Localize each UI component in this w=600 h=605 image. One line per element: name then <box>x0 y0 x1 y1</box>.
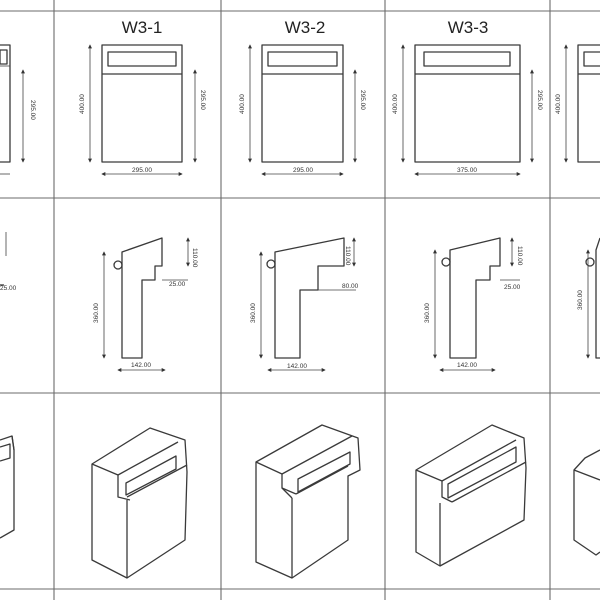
dim-height-w3-2: 400.00 <box>239 94 246 114</box>
dim-width-w3-3: 375.00 <box>457 167 477 174</box>
dim-height-w3-1: 360.00 <box>93 303 100 323</box>
side-view-w3-1: 110.00 25.00 360.00 142.00 <box>93 237 198 372</box>
front-view-col0: 295.00 <box>0 44 36 175</box>
column-header-w3-3: W3-3 <box>448 18 489 37</box>
iso-view-w3-3 <box>415 424 527 567</box>
front-view-w3-3: 400.00 295.00 375.00 <box>392 44 543 176</box>
iso-view-col4 <box>573 449 600 556</box>
dim-width-w3-1: 295.00 <box>132 167 152 174</box>
column-header-w3-2: W3-2 <box>285 18 326 37</box>
dim-top-w3-1: 110.00 <box>191 248 198 268</box>
dim-step-col0: 25.00 <box>0 285 17 292</box>
front-view-w3-1: 400.00 295.00 295.00 <box>79 44 206 176</box>
side-view-col0: 25.00 <box>0 232 17 292</box>
iso-view-col0 <box>0 435 15 539</box>
dim-inner-col0: 295.00 <box>29 100 36 120</box>
dim-height-w3-3: 360.00 <box>424 303 431 323</box>
iso-view-w3-1 <box>91 427 188 579</box>
dim-height-w3-1: 400.00 <box>79 94 86 114</box>
column-header-w3-1: W3-1 <box>122 18 163 37</box>
dim-height-w3-3: 400.00 <box>392 94 399 114</box>
dim-step-w3-2: 80.00 <box>342 283 359 290</box>
dim-inner-w3-1: 295.00 <box>199 90 206 110</box>
dim-step-w3-3: 25.00 <box>504 284 521 291</box>
side-view-w3-2: 110.00 80.00 360.00 142.00 <box>250 237 359 372</box>
dim-inner-w3-3: 295.00 <box>536 90 543 110</box>
dim-height-col4: 360.00 <box>577 290 584 310</box>
dim-width-w3-2: 295.00 <box>293 167 313 174</box>
iso-view-w3-2 <box>255 424 361 579</box>
dim-top-w3-3: 110.00 <box>516 246 523 266</box>
front-view-w3-2: 400.00 295.00 295.00 <box>239 44 366 176</box>
dim-depth-w3-1: 142.00 <box>131 362 151 369</box>
dim-height-w3-2: 360.00 <box>250 303 257 323</box>
side-view-col4: 360.00 <box>577 237 600 359</box>
side-view-w3-3: 110.00 25.00 360.00 142.00 <box>424 237 523 372</box>
dim-step-w3-1: 25.00 <box>169 281 186 288</box>
dim-top-w3-2: 110.00 <box>344 246 351 266</box>
dim-height-col4: 400.00 <box>555 94 562 114</box>
dim-inner-w3-2: 295.00 <box>359 90 366 110</box>
dim-depth-w3-3: 142.00 <box>457 362 477 369</box>
front-view-col4: 400.00 <box>555 44 600 163</box>
dim-depth-w3-2: 142.00 <box>287 363 307 370</box>
